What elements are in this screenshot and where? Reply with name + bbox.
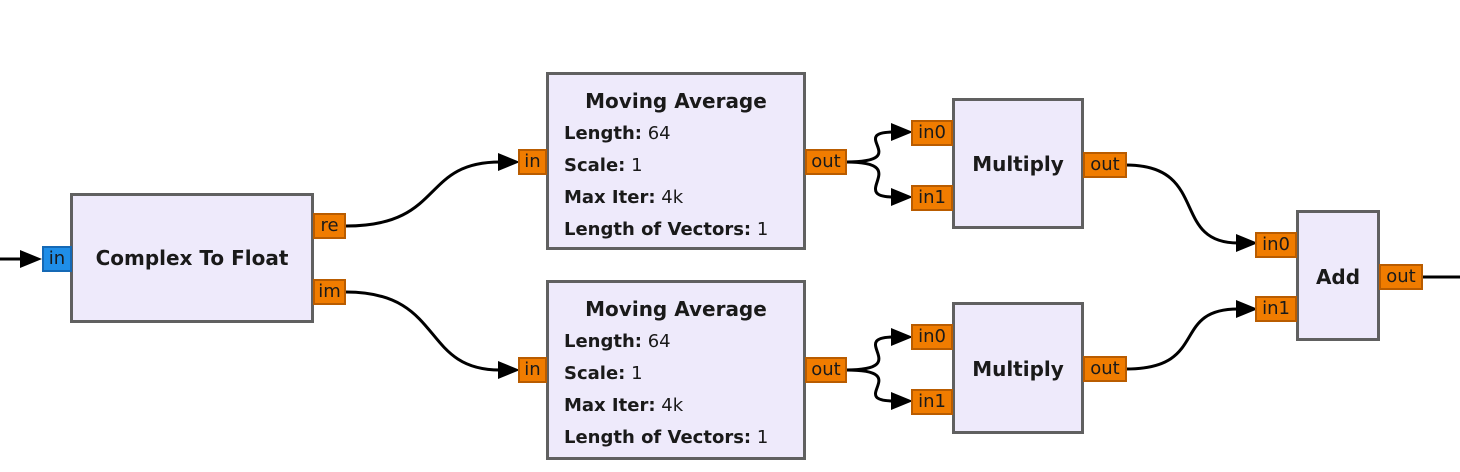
multiply-2-in1-port[interactable]: in1	[911, 389, 953, 415]
param-value: 1	[631, 155, 643, 176]
block-title: Add	[1315, 265, 1361, 289]
multiply-2-out-port[interactable]: out	[1083, 356, 1127, 382]
multiply-2-in0-port[interactable]: in0	[911, 324, 953, 350]
block-title: Moving Average	[585, 89, 767, 113]
arrow-head	[498, 153, 520, 171]
add-in0-port[interactable]: in0	[1255, 232, 1297, 258]
param-value: 64	[647, 331, 671, 352]
complex-to-float-block[interactable]: Complex To Float	[70, 193, 314, 323]
block-params: Length: 64 Scale: 1 Max Iter: 4k Length …	[564, 118, 768, 246]
param-name: Scale:	[564, 363, 626, 384]
arrow-head	[891, 188, 913, 206]
block-title: Moving Average	[585, 297, 767, 321]
block-title: Complex To Float	[95, 246, 289, 270]
param-value: 4k	[661, 395, 684, 416]
moving-average-2-out-port[interactable]: out	[805, 357, 847, 383]
moving-average-1-out-port[interactable]: out	[805, 149, 847, 175]
arrow-head	[20, 250, 42, 268]
multiply-1-out-port[interactable]: out	[1083, 152, 1127, 178]
param-row-vector-length: Length of Vectors: 1	[564, 422, 768, 454]
connection-re-to-moving-average-1[interactable]	[345, 160, 501, 228]
complex-to-float-re-port[interactable]: re	[313, 213, 346, 239]
add-out-port[interactable]: out	[1379, 264, 1423, 290]
param-name: Scale:	[564, 155, 626, 176]
moving-average-block-2[interactable]: Moving Average Length: 64 Scale: 1 Max I…	[546, 280, 806, 460]
multiply-1-in0-port[interactable]: in0	[911, 120, 953, 146]
moving-average-block-1[interactable]: Moving Average Length: 64 Scale: 1 Max I…	[546, 72, 806, 250]
connection-multiply1-to-add-in0[interactable]	[1125, 163, 1239, 245]
connection-ma1-to-multiply1-in0[interactable]	[845, 130, 895, 164]
param-row-scale: Scale: 1	[564, 150, 768, 182]
param-row-length: Length: 64	[564, 326, 768, 358]
complex-to-float-im-port[interactable]: im	[313, 279, 346, 305]
param-name: Length:	[564, 123, 642, 144]
connection-ma2-to-multiply2-in1[interactable]	[845, 368, 895, 403]
arrow-head	[1236, 234, 1258, 252]
connection-multiply2-to-add-in1[interactable]	[1125, 307, 1239, 371]
add-in1-port[interactable]: in1	[1255, 296, 1297, 322]
multiply-block-1[interactable]: Multiply	[952, 98, 1084, 229]
param-row-max-iter: Max Iter: 4k	[564, 182, 768, 214]
param-name: Length:	[564, 331, 642, 352]
connection-ma1-to-multiply1-in1[interactable]	[845, 160, 895, 199]
param-value: 64	[647, 123, 671, 144]
arrow-head	[498, 361, 520, 379]
param-name: Length of Vectors:	[564, 427, 752, 448]
param-value: 1	[631, 363, 643, 384]
param-row-length: Length: 64	[564, 118, 768, 150]
arrow-head	[1236, 300, 1258, 318]
moving-average-1-in-port[interactable]: in	[518, 149, 547, 175]
connection-ma2-to-multiply2-in0[interactable]	[845, 335, 895, 372]
arrow-head	[891, 123, 913, 141]
param-value: 1	[756, 219, 769, 240]
complex-to-float-in-port[interactable]: in	[42, 246, 72, 272]
connection-im-to-moving-average-2[interactable]	[345, 290, 501, 372]
param-name: Max Iter:	[564, 395, 656, 416]
add-block[interactable]: Add	[1296, 210, 1380, 341]
block-params: Length: 64 Scale: 1 Max Iter: 4k Length …	[564, 326, 768, 454]
arrow-head	[891, 392, 913, 410]
arrow-head	[891, 328, 913, 346]
block-title: Multiply	[972, 357, 1064, 381]
block-title: Multiply	[972, 152, 1064, 176]
multiply-1-in1-port[interactable]: in1	[911, 185, 953, 211]
multiply-block-2[interactable]: Multiply	[952, 302, 1084, 434]
param-value: 4k	[661, 187, 684, 208]
param-row-scale: Scale: 1	[564, 358, 768, 390]
moving-average-2-in-port[interactable]: in	[518, 357, 547, 383]
param-value: 1	[756, 427, 769, 448]
param-row-vector-length: Length of Vectors: 1	[564, 214, 768, 246]
param-row-max-iter: Max Iter: 4k	[564, 390, 768, 422]
param-name: Max Iter:	[564, 187, 656, 208]
param-name: Length of Vectors:	[564, 219, 752, 240]
